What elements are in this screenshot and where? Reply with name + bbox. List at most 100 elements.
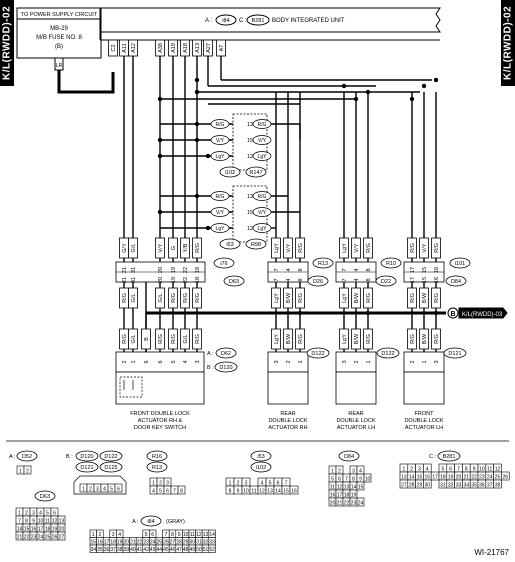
wire-harness	[123, 56, 439, 262]
conn-bottom-wire-box	[271, 287, 281, 309]
door-key-switch	[119, 376, 143, 398]
conn-top-wire: R/G	[366, 243, 372, 253]
conn-top-wire: Y/B	[183, 243, 189, 252]
legend-i84-pin-34: 34	[91, 547, 97, 553]
legend-i84-pin-40: 40	[130, 547, 136, 553]
legend-d84-pin-1: 1	[331, 469, 334, 475]
power-supply-box: TO POWER SUPPLY CIRCUIT MB-29 M/B FUSE N…	[16, 7, 115, 94]
splice-wire-right-oval	[252, 223, 272, 233]
conn-top-wire: G/L	[131, 244, 137, 253]
legend-i84-pin-32: 32	[203, 540, 209, 546]
conn-bottom-wire-box	[419, 287, 429, 309]
legend-b281-pin-27: 27	[401, 483, 407, 489]
legend-d84-pin-23: 23	[351, 501, 357, 507]
legend-i84-pin-14: 14	[209, 532, 215, 538]
conn-top-wire: R/G	[195, 243, 201, 253]
conn-top-wire: R/G	[434, 243, 440, 253]
actuator-rear-lh-line2: DOUBLE LOCK	[336, 418, 375, 424]
legend-d84-cell	[356, 481, 365, 491]
splice-dot	[157, 209, 163, 215]
actuator-rear-lh-line1: REAR	[348, 411, 363, 417]
conn-top-wire-box	[271, 237, 281, 259]
fuse-line-2: M/B FUSE NO. 8	[36, 35, 82, 41]
splice-conn-i102-oval	[219, 166, 241, 178]
splice-wire-right: R/G	[258, 122, 267, 128]
splice-wire-left-oval	[210, 151, 230, 161]
conn-bottom-wire: G/L	[158, 294, 164, 303]
legend-b281-pin-31: 31	[440, 483, 446, 489]
legend-i84-pin-9: 9	[178, 532, 181, 538]
legend-d63-pin-10: 10	[38, 519, 44, 525]
actuator-rear-rh-line1: REAR	[280, 411, 295, 417]
actuator-body-rear-rh	[267, 371, 309, 405]
splice-wire-right-oval	[252, 207, 272, 217]
splice-conn-R147-oval	[245, 166, 267, 178]
legend-i84-prefix: A :	[132, 519, 139, 525]
legend-i53-pin-14: 14	[275, 489, 281, 495]
fuse-line-3: (B)	[55, 44, 63, 50]
legend-d84-pin-5: 5	[331, 477, 334, 483]
legend-i53-pin-11: 11	[251, 489, 256, 495]
splice-pin-13: 13	[247, 122, 253, 128]
legend-i84-pin-46: 46	[170, 547, 176, 553]
legend-d122-oval	[99, 450, 123, 462]
legend-d63-pin-25: 25	[45, 535, 51, 541]
legend-i84-cell	[208, 544, 216, 553]
legend-i84-pin-21: 21	[130, 540, 136, 546]
unit-pin-A18: A18	[183, 43, 189, 53]
splice-wire-right: V/Y	[258, 138, 267, 144]
legend-b281-pin-30: 30	[425, 483, 431, 489]
unit-pin-A38: A38	[158, 43, 164, 53]
legend-i84-pin-1: 1	[92, 532, 95, 538]
legend-i84-pin-26: 26	[163, 540, 169, 546]
legend-d63-pin-15: 15	[24, 527, 30, 533]
legend-i84-pin-8: 8	[171, 532, 174, 538]
conn-label-D26: D26	[313, 279, 323, 285]
splice-wire-left: R/G	[216, 194, 225, 200]
legend-d63-pin-5: 5	[46, 511, 49, 517]
legend-i84-pin-10: 10	[183, 532, 189, 538]
conn-pin-15: 15	[422, 267, 428, 273]
conn-top-wire-box	[192, 237, 202, 259]
legend-d120-pin-4: 4	[103, 487, 106, 493]
legend-b281-pin-32: 32	[448, 483, 454, 489]
legend-b281-pin-18: 18	[440, 475, 446, 481]
legend-i84-pin-52: 52	[209, 547, 215, 553]
splice-dot	[194, 193, 200, 199]
legend-d63-oval	[34, 490, 56, 502]
splice-conn-R98-oval	[245, 238, 267, 250]
actuator-pin-2: 2	[354, 360, 360, 363]
actuator-wire-box	[155, 328, 165, 350]
conn-pin-lower-15: 15	[422, 277, 428, 283]
actuator-pin-3: 3	[274, 360, 280, 363]
actuator-wire: R/G	[122, 334, 128, 344]
legend-d63-pin-18: 18	[45, 527, 51, 533]
splice-wire-right: LgY	[258, 226, 268, 232]
actuator-rear-rh-line2: DOUBLE LOCK	[268, 418, 307, 424]
actuator-wire-box	[351, 328, 361, 350]
unit-pin-A7: A7	[219, 45, 225, 52]
legend-b281-pin-37: 37	[487, 483, 493, 489]
legend-d84: D84	[344, 454, 354, 460]
conn-top-wire-box	[431, 237, 441, 259]
actuator-front-rh-conn-b: D120	[219, 365, 232, 371]
unit-pin-A27: A27	[206, 43, 212, 53]
splice-dot	[409, 96, 415, 102]
legend-d63-pin-13: 13	[59, 519, 65, 525]
actuator-wire-box	[431, 328, 441, 350]
legend-d84-pin-2: 2	[338, 469, 341, 475]
legend-i53-pin-12: 12	[259, 489, 265, 495]
legend-b281-pin-29: 29	[417, 483, 423, 489]
legend-d63-pin-3: 3	[32, 511, 35, 517]
legend-i102: i102	[256, 465, 266, 471]
power-supply-title: TO POWER SUPPLY CIRCUIT	[21, 12, 98, 18]
conn-label-D22: D22	[381, 279, 391, 285]
legend-i84-pin-7: 7	[165, 532, 168, 538]
legend-i84-pin-48: 48	[183, 547, 189, 553]
legend-d84-pin-4: 4	[359, 469, 362, 475]
actuator-rear-lh-conn-oval	[376, 347, 400, 359]
unit-pin-A12: A12	[131, 43, 137, 53]
legend-b281-pin-9: 9	[473, 467, 476, 473]
